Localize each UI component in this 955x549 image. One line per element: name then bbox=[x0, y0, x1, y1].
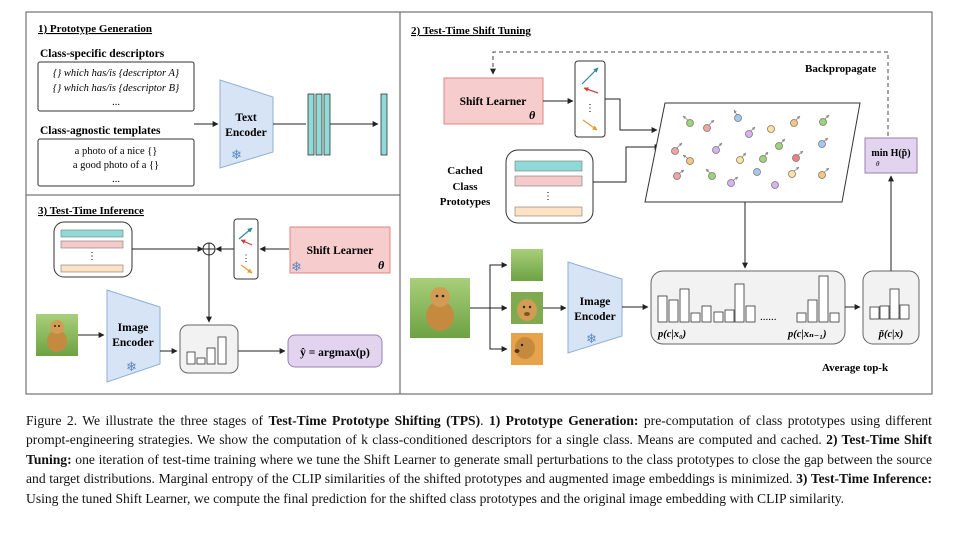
caption-s1-text: pre-computation of class prototypes usin… bbox=[26, 413, 932, 448]
snowflake-icon: ❄ bbox=[231, 147, 242, 162]
specific-descriptors-box bbox=[37, 61, 195, 112]
inference-proto-dots: ⋮ bbox=[87, 251, 97, 262]
shift-vector-teal bbox=[238, 227, 253, 240]
tuning-image-encoder-label: Image bbox=[580, 296, 611, 308]
caption-s2-text: one iteration of test-time training wher… bbox=[26, 451, 933, 487]
text-encoder-label: Encoder bbox=[225, 127, 267, 139]
backpropagate-label: Backpropagate bbox=[805, 63, 876, 75]
tps-diagram: 1) Prototype Generation Class-specific d… bbox=[25, 11, 933, 395]
arrow-cached-to-space bbox=[593, 144, 661, 183]
augmented-view-dog-zoom bbox=[511, 333, 543, 365]
similarity-histogram-x0 bbox=[657, 288, 712, 323]
inference-proto-teal bbox=[60, 229, 124, 238]
cached-proto-pink bbox=[514, 175, 583, 187]
embedding-bar bbox=[315, 93, 323, 156]
inference-shift-learner-label: Shift Learner bbox=[307, 245, 374, 257]
text-encoder-shape bbox=[219, 79, 274, 169]
average-topk-label: Average top-k bbox=[822, 362, 889, 374]
p-c-xn-label: p(c|xₙ₋₁) bbox=[787, 329, 826, 340]
agnostic-line: ... bbox=[112, 174, 120, 185]
caption-method: Test-Time Prototype Shifting (TPS) bbox=[268, 413, 481, 428]
cached-proto-teal bbox=[514, 160, 583, 172]
panel-inference-title: 3) Test-Time Inference bbox=[38, 205, 144, 217]
caption-s3-text: Using the tuned Shift Learner, we comput… bbox=[26, 490, 845, 506]
arrow-shifts-to-space bbox=[605, 98, 658, 133]
embedding-bar bbox=[307, 93, 315, 156]
entropy-sub: θ bbox=[876, 160, 880, 168]
embedding-bar bbox=[323, 93, 331, 156]
entropy-label: min H(p̃) bbox=[871, 148, 910, 159]
shift-vector-red bbox=[583, 87, 599, 94]
cached-prototypes-label: Cached bbox=[447, 165, 482, 177]
augmented-view-grass bbox=[511, 249, 543, 281]
snowflake-icon: ❄ bbox=[291, 259, 302, 274]
tuning-shift-learner-box bbox=[443, 77, 544, 125]
backpropagate-path bbox=[490, 51, 889, 136]
tuning-theta: θ bbox=[529, 108, 536, 122]
caption-after-method: . bbox=[480, 413, 484, 428]
caption-s2-title: 2) Test-Time Shift Tuning: bbox=[26, 432, 932, 467]
similarity-histogram-xn bbox=[796, 275, 840, 323]
text-encoder-label: Text bbox=[235, 112, 256, 124]
inference-dog-image bbox=[36, 314, 78, 356]
caption-figure: Figure 2. bbox=[26, 413, 78, 428]
p-c-x0-label: p(c|x₀) bbox=[657, 329, 686, 340]
inference-image-encoder-label: Encoder bbox=[112, 337, 154, 349]
tuning-image-encoder-shape bbox=[567, 261, 623, 354]
specific-line: {} which has/is {descriptor A} bbox=[53, 68, 180, 79]
shift-vector-red bbox=[240, 239, 253, 246]
agnostic-templates-label: Class-agnostic templates bbox=[40, 125, 161, 137]
caption-s3-title: 3) Test-Time Inference: bbox=[796, 471, 932, 487]
inference-similarity-histogram bbox=[186, 336, 227, 365]
panel-tuning-title: 2) Test-Time Shift Tuning bbox=[411, 25, 531, 37]
tuning-dog-image bbox=[410, 278, 470, 338]
augmented-view-dog bbox=[511, 292, 543, 324]
shift-vector-dots: ⋮ bbox=[242, 253, 251, 263]
inference-shift-learner-box bbox=[289, 226, 391, 274]
agnostic-line: a good photo of a {} bbox=[73, 160, 159, 171]
shift-vector-orange bbox=[582, 119, 598, 131]
arrow-augment-0 bbox=[470, 262, 508, 309]
specific-line: {} which has/is {descriptor B} bbox=[53, 83, 180, 94]
specific-descriptors-label: Class-specific descriptors bbox=[40, 48, 165, 60]
p-avg-label: p̃(c|x) bbox=[878, 329, 903, 340]
panel-prototype-title: 1) Prototype Generation bbox=[38, 23, 152, 35]
shift-vector-orange bbox=[240, 264, 253, 274]
agnostic-line: a photo of a nice {} bbox=[75, 146, 158, 157]
caption-s1-title: 1) Prototype Generation: bbox=[488, 413, 639, 428]
cached-prototypes-label: Prototypes bbox=[440, 196, 491, 208]
cached-proto-peach bbox=[514, 206, 583, 217]
embedding-points bbox=[671, 109, 830, 189]
cached-prototypes-label: Class bbox=[452, 181, 478, 193]
inference-theta: θ bbox=[378, 258, 385, 272]
prediction-label: ŷ = argmax(p) bbox=[300, 347, 370, 359]
snowflake-icon: ❄ bbox=[126, 359, 137, 374]
prediction-box bbox=[287, 334, 383, 368]
shift-vector-teal bbox=[581, 67, 599, 85]
snowflake-icon: ❄ bbox=[586, 331, 597, 346]
entropy-box bbox=[864, 137, 918, 174]
specific-line: ... bbox=[112, 97, 120, 108]
shift-vector-dots: ⋮ bbox=[585, 103, 595, 114]
agnostic-templates-box bbox=[37, 138, 195, 187]
inference-proto-peach bbox=[60, 264, 124, 273]
cached-proto-dots: ⋮ bbox=[543, 191, 553, 202]
inference-shift-vectors-box bbox=[233, 218, 259, 280]
caption-intro: We illustrate the three stages of bbox=[82, 413, 264, 428]
similarity-histogram-mid bbox=[713, 283, 756, 323]
class-prototype-bar bbox=[380, 93, 388, 156]
figure-caption: Figure 2. We illustrate the three stages… bbox=[26, 411, 932, 508]
embedding-space bbox=[644, 102, 861, 203]
tuning-shift-learner-label: Shift Learner bbox=[460, 96, 527, 108]
panel-tuning-frame bbox=[399, 11, 933, 395]
similarity-dots: ...... bbox=[760, 311, 777, 323]
inference-image-encoder-shape bbox=[106, 289, 161, 383]
inference-proto-pink bbox=[60, 240, 124, 249]
arrow-augment-2 bbox=[489, 308, 508, 352]
inference-image-encoder-label: Image bbox=[118, 322, 149, 334]
tuning-image-encoder-label: Encoder bbox=[574, 311, 616, 323]
average-histogram bbox=[869, 288, 910, 320]
